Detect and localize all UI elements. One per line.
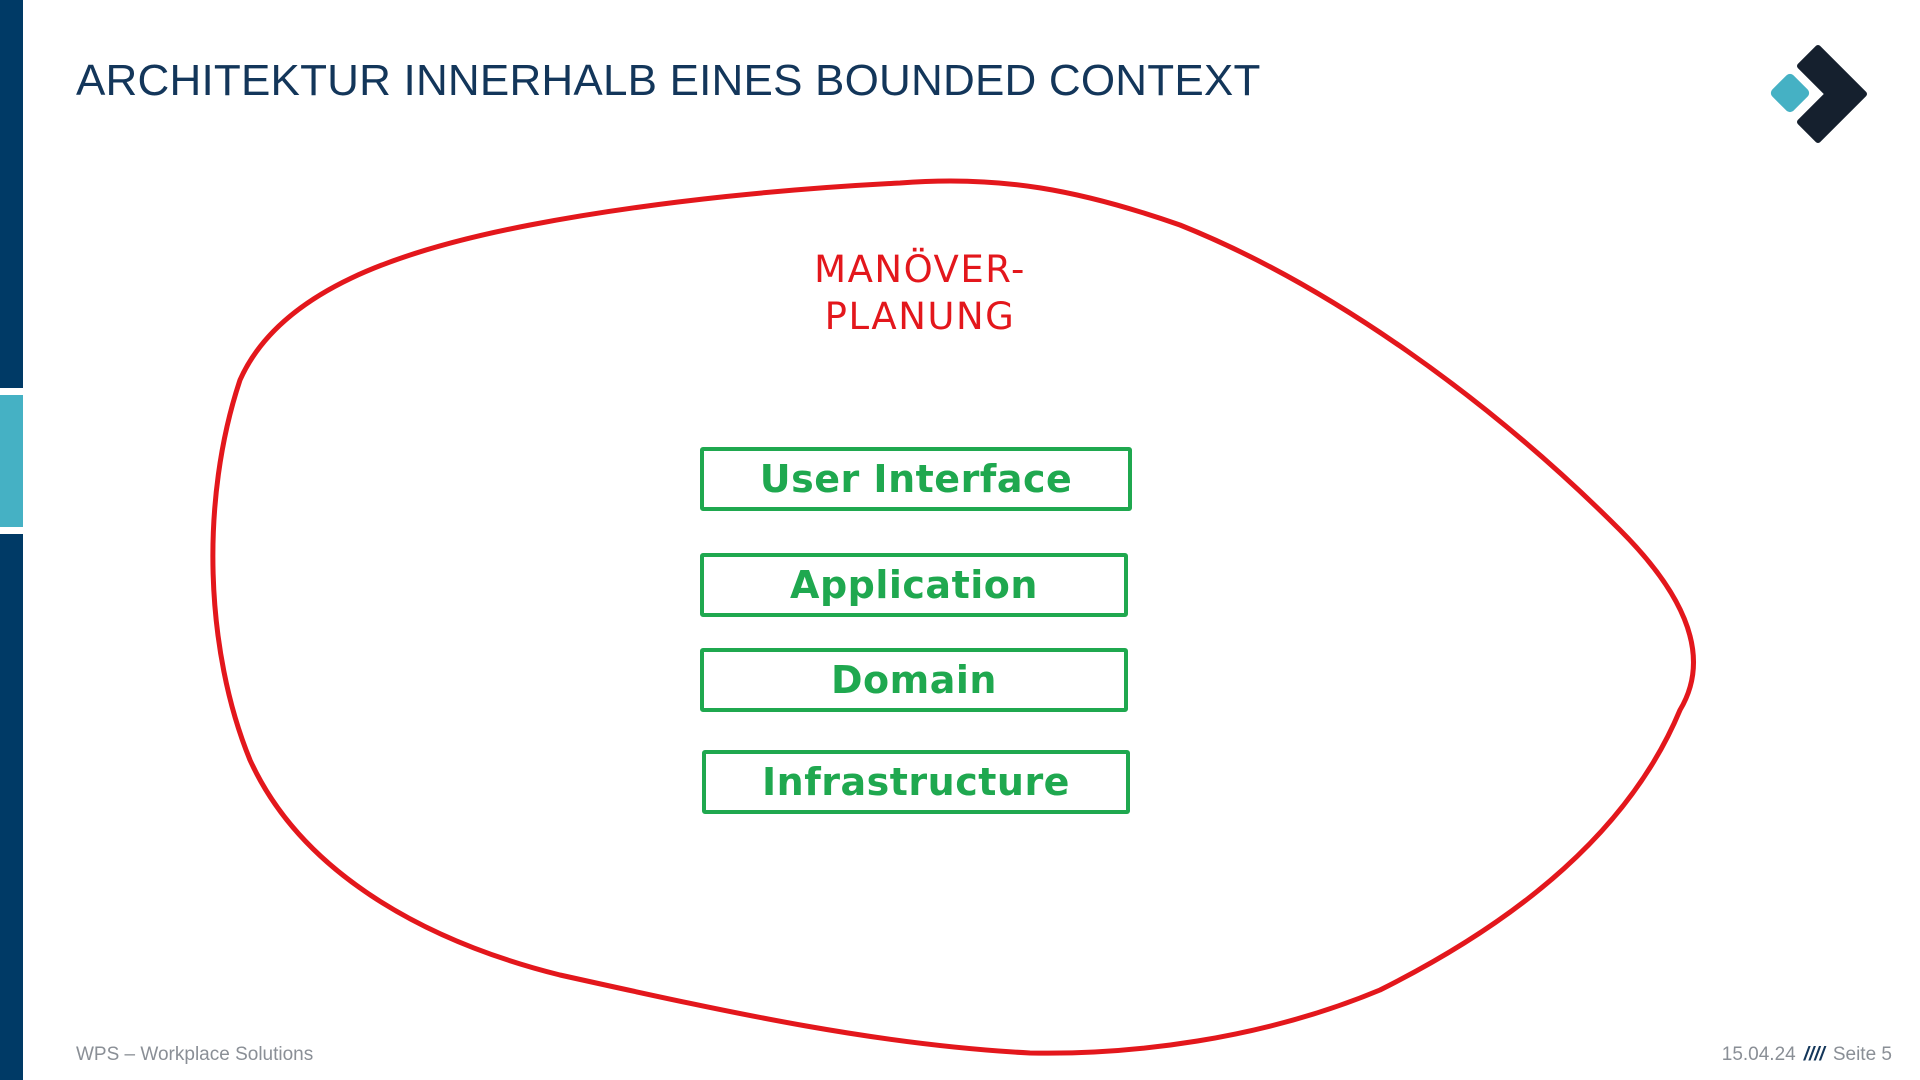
footer-company: WPS – Workplace Solutions xyxy=(76,1044,314,1065)
layer-application-label: Application xyxy=(790,563,1038,607)
footer-date: 15.04.24 xyxy=(1721,1044,1796,1065)
company-logo-icon xyxy=(1770,45,1867,143)
layer-user-interface-label: User Interface xyxy=(759,457,1073,501)
layer-infrastructure: Infrastructure xyxy=(702,750,1130,814)
side-bar-top xyxy=(0,0,23,388)
context-name-line-1: MANÖVER- xyxy=(814,248,1026,291)
footer-page-number: Seite 5 xyxy=(1832,1044,1892,1065)
footer-meta: 15.04.24 //// Seite 5 xyxy=(1722,1044,1892,1066)
layer-application: Application xyxy=(700,553,1128,617)
context-name-line-2: PLANUNG xyxy=(824,295,1016,338)
layer-user-interface: User Interface xyxy=(700,447,1132,511)
layer-domain-label: Domain xyxy=(831,658,997,702)
context-name-label: MANÖVER- PLANUNG xyxy=(770,246,1070,340)
layer-infrastructure-label: Infrastructure xyxy=(762,760,1070,804)
slide-title: ARCHITEKTUR INNERHALB EINES BOUNDED CONT… xyxy=(76,56,1261,105)
footer-separator: //// xyxy=(1803,1044,1825,1065)
side-bar-bottom xyxy=(0,534,23,1080)
layer-domain: Domain xyxy=(700,648,1128,712)
bounded-context-outline xyxy=(210,178,1696,1056)
side-bar-accent xyxy=(0,395,23,527)
